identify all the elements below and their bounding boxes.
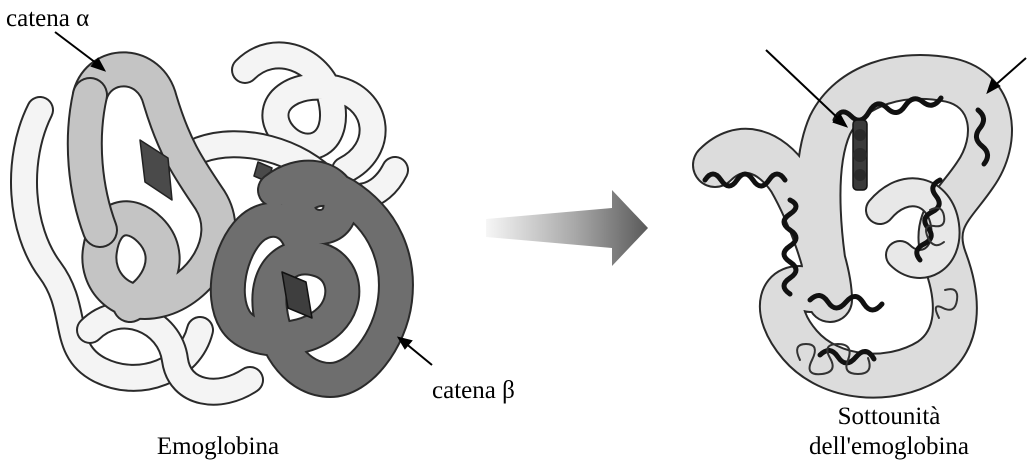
- hemoglobin-caption: Emoglobina: [157, 434, 279, 459]
- beta-chain-label: catena β: [432, 378, 515, 403]
- heme-group-subunit: [853, 120, 867, 190]
- beta-chain: [228, 178, 396, 380]
- hemoglobin-structure: [24, 55, 396, 391]
- alpha-pointer-line: [55, 32, 100, 66]
- alpha-chain-label: catena α: [6, 6, 89, 31]
- heme-pointer-line: [766, 50, 842, 122]
- subunit-caption-line2: dell'emoglobina: [809, 434, 969, 459]
- transition-arrow: [486, 190, 648, 266]
- subunit-caption-line1: Sottounità: [838, 404, 941, 429]
- hemoglobin-subunit: [705, 77, 990, 376]
